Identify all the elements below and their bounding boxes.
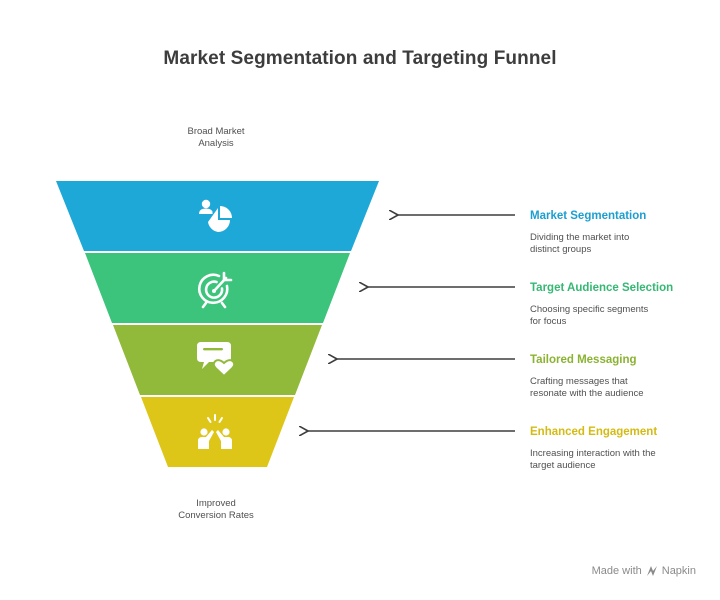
page-title: Market Segmentation and Targeting Funnel <box>163 48 557 69</box>
napkin-logo-icon <box>646 565 658 577</box>
funnel-bottom-caption: Improved Conversion Rates <box>178 498 254 521</box>
stage-1-text: Market Segmentation Dividing the market … <box>530 209 710 256</box>
stage-3-text: Tailored Messaging Crafting messages tha… <box>530 353 710 400</box>
made-with-napkin-badge[interactable]: Made with Napkin <box>592 565 696 577</box>
stage-title: Market Segmentation <box>530 210 647 222</box>
stage-description: Choosing specific segments for focus <box>530 304 649 327</box>
stage-title: Target Audience Selection <box>530 282 674 294</box>
stage-4-text: Enhanced Engagement Increasing interacti… <box>530 425 710 472</box>
stage-title: Tailored Messaging <box>530 354 637 366</box>
napkin-brand-label: Napkin <box>661 565 696 577</box>
funnel-top-caption: Broad Market Analysis <box>187 126 245 149</box>
segmentation-icon <box>199 199 232 232</box>
stage-description: Increasing interaction with the target a… <box>530 448 656 471</box>
stage-description: Crafting messages that resonate with the… <box>530 376 644 399</box>
target-icon <box>197 271 233 309</box>
stage-2-text: Target Audience Selection Choosing speci… <box>530 281 710 328</box>
made-with-label: Made with <box>591 565 642 577</box>
stage-title: Enhanced Engagement <box>530 426 658 438</box>
stage-description: Dividing the market into distinct groups <box>530 232 630 255</box>
high-five-icon <box>198 414 232 449</box>
message-heart-icon <box>197 342 236 378</box>
